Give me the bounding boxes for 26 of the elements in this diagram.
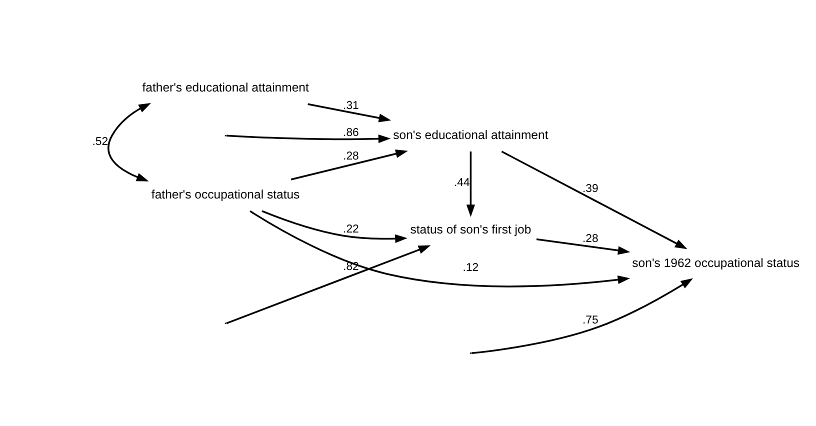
arrow	[226, 245, 431, 324]
arrow	[290, 150, 408, 180]
edge-label: .52	[92, 136, 108, 148]
arrow	[501, 150, 688, 250]
node-text: status of son's first job	[410, 222, 532, 237]
edge-label: .39	[582, 183, 598, 196]
arrow	[250, 210, 630, 288]
edge-label: .44	[454, 177, 470, 190]
arrow	[262, 210, 408, 243]
edge-label: .86	[343, 127, 359, 140]
edge-label: .12	[462, 262, 479, 274]
arrow	[472, 278, 694, 354]
edge-label: .28	[582, 233, 598, 246]
arrow	[226, 134, 391, 144]
arrow	[308, 103, 392, 122]
node-text: father's educational attainment	[142, 80, 309, 95]
arrow	[466, 152, 476, 217]
node-text: son's educational attainment	[393, 128, 548, 142]
edge-label: .22	[343, 223, 359, 236]
node-text: son's 1962 occupational status	[632, 256, 800, 270]
node-text: father's occupational status	[151, 188, 300, 202]
edge-label: .31	[343, 100, 359, 112]
edge-label: .75	[582, 314, 598, 327]
arrow	[536, 238, 630, 255]
edge-label: .28	[343, 150, 359, 163]
arrow	[108, 102, 151, 182]
